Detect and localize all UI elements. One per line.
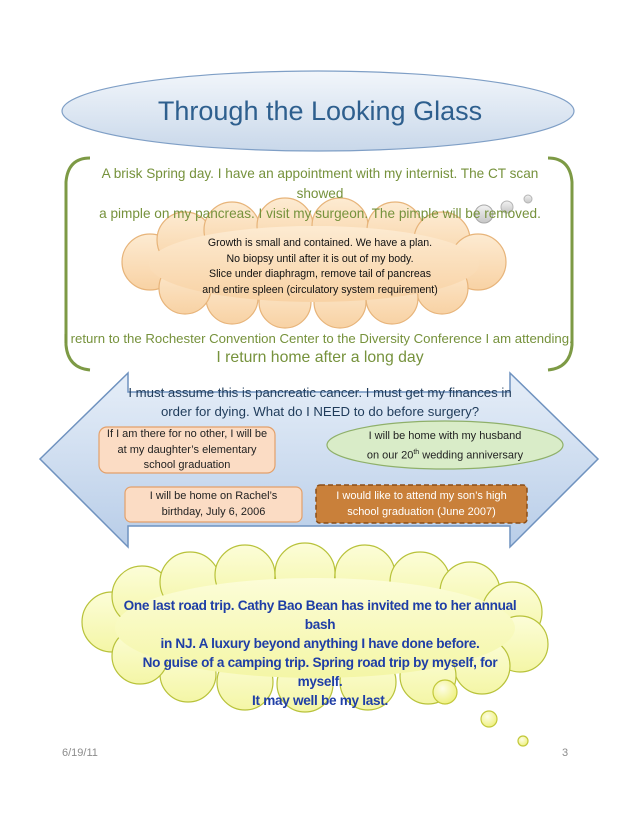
page-title: Through the Looking Glass: [157, 96, 483, 126]
son-graduation-box: I would like to attend my son’s high sch…: [316, 489, 527, 520]
page-number: 3: [562, 747, 569, 759]
intro-paragraph: A brisk Spring day. I have an appointmen…: [88, 164, 552, 224]
assume-line-2: order for dying. What do I NEED to do be…: [160, 404, 480, 419]
road-trip-line-2: in NJ. A luxury beyond anything I have d…: [160, 636, 480, 651]
right-bracket: [547, 156, 574, 372]
graduation-box: If I am there for no other, I will be at…: [99, 427, 275, 474]
son-graduation-line-1: I would like to attend my son’s high: [336, 490, 507, 502]
intro-line-2: a pimple on my pancreas. I visit my surg…: [99, 206, 541, 221]
birthday-line-1: I will be home on Rachel’s: [149, 490, 278, 502]
birthday-line-2: birthday, July 6, 2006: [161, 505, 266, 518]
son-graduation-line-2: school graduation (June 2007): [347, 505, 496, 518]
return-line-1: I return to the Rochester Convention Cen…: [63, 331, 573, 346]
left-bracket: [64, 156, 91, 372]
graduation-line-2: at my daughter’s elementary: [117, 443, 257, 456]
graduation-box-shape: [98, 426, 276, 474]
anniversary-line-2-post: wedding anniversary: [419, 449, 524, 462]
thought-bubble-small: [523, 194, 533, 204]
road-trip-cloud-text: One last road trip. Cathy Bao Bean has i…: [120, 596, 520, 710]
title-ellipse: [61, 70, 575, 152]
road-trip-line-3: No guise of a camping trip. Spring road …: [142, 655, 498, 689]
anniversary-box: I will be home with my husband on our 20…: [327, 429, 563, 464]
anniversary-line-1: I will be home with my husband: [368, 430, 522, 442]
footer-date: 6/19/11: [62, 747, 98, 759]
thought-line-4: and entire spleen (circulatory system re…: [202, 283, 438, 296]
graduation-line-3: school graduation: [143, 459, 231, 471]
thought-line-1: Growth is small and contained. We have a…: [207, 237, 433, 249]
intro-line-1: A brisk Spring day. I have an appointmen…: [101, 166, 539, 201]
birthday-box: I will be home on Rachel’s birthday, Jul…: [125, 489, 302, 520]
thought-line-2: No biopsy until after it is out of my bo…: [226, 252, 414, 265]
thought-cloud-text: Growth is small and contained. We have a…: [175, 236, 465, 298]
road-trip-bubble-medium: [480, 710, 498, 728]
anniversary-ellipse: [326, 420, 564, 470]
anniversary-line-2: on our 20th wedding anniversary: [327, 445, 563, 464]
anniversary-line-2-pre: on our 20: [366, 449, 414, 462]
return-line-2: I return home after a long day: [216, 349, 424, 366]
anniversary-ordinal: th: [413, 448, 420, 456]
assume-line-1: I must assume this is pancreatic cancer.…: [128, 385, 512, 400]
son-graduation-box-shape: [315, 484, 528, 524]
road-trip-bubble-small: [517, 735, 529, 747]
road-trip-line-1: One last road trip. Cathy Bao Bean has i…: [123, 598, 517, 632]
graduation-line-1: If I am there for no other, I will be: [106, 428, 268, 440]
thought-line-3: Slice under diaphragm, remove tail of pa…: [209, 268, 431, 280]
thought-bubble-large: [474, 204, 494, 224]
thought-bubble-medium: [500, 200, 514, 214]
birthday-box-shape: [124, 486, 303, 523]
road-trip-bubble-large: [432, 679, 458, 705]
road-trip-line-4: It may well be my last.: [252, 693, 388, 708]
assume-paragraph: I must assume this is pancreatic cancer.…: [120, 383, 520, 421]
